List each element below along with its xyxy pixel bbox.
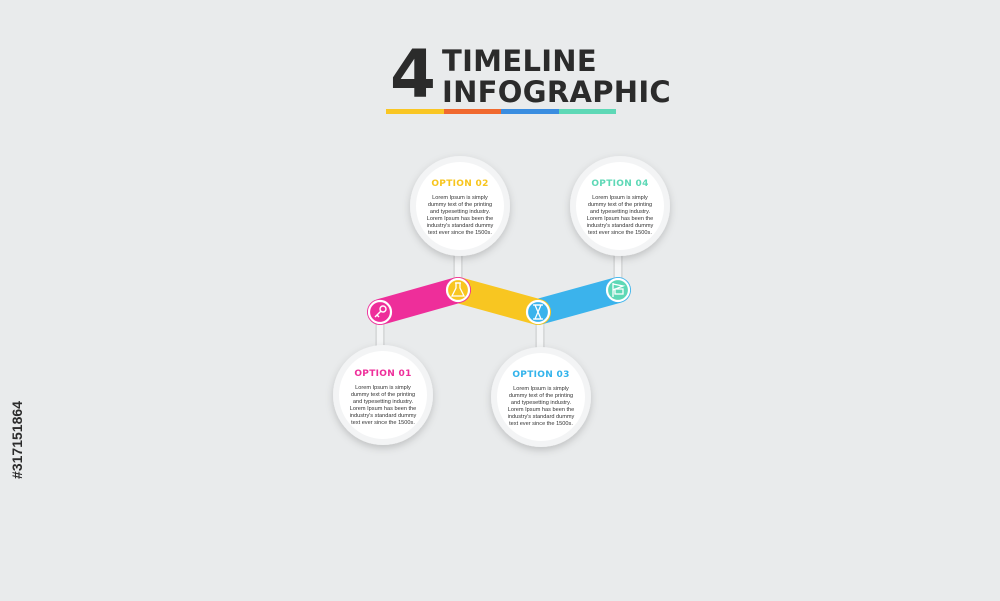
node-option-03 bbox=[525, 299, 551, 325]
title-line-1: TIMELINE bbox=[442, 44, 597, 78]
circle-option-02 bbox=[410, 156, 510, 256]
card-option-04: OPTION 04 Lorem Ipsum is simply dummy te… bbox=[570, 179, 670, 237]
node-option-04 bbox=[605, 277, 631, 303]
node-option-01 bbox=[367, 299, 393, 325]
option-04-title: OPTION 04 bbox=[591, 179, 649, 189]
option-03-title: OPTION 03 bbox=[512, 370, 570, 380]
circle-option-04 bbox=[570, 156, 670, 256]
flask-icon bbox=[450, 282, 466, 297]
color-bar-segment-4 bbox=[558, 109, 616, 114]
option-01-text: Lorem Ipsum is simply dummy text of the … bbox=[349, 385, 417, 426]
stem-option-04 bbox=[615, 248, 621, 288]
option-01-title: OPTION 01 bbox=[354, 369, 412, 379]
option-02-title: OPTION 02 bbox=[431, 179, 489, 189]
band-segment-2 bbox=[445, 277, 551, 325]
circle-option-01 bbox=[333, 345, 433, 445]
color-bar-segment-3 bbox=[501, 109, 559, 114]
stock-id-watermark: #317151864 bbox=[6, 370, 28, 510]
option-03-text: Lorem Ipsum is simply dummy text of the … bbox=[507, 386, 575, 427]
stem-option-01 bbox=[377, 318, 383, 348]
stem-option-02 bbox=[455, 248, 461, 288]
band-segment-1 bbox=[367, 277, 471, 325]
card-option-03: OPTION 03 Lorem Ipsum is simply dummy te… bbox=[491, 370, 591, 428]
title-block: 4 TIMELINE INFOGRAPHIC bbox=[386, 36, 671, 120]
circle-option-03 bbox=[491, 347, 591, 447]
flag-icon bbox=[612, 283, 626, 297]
card-option-02: OPTION 02 Lorem Ipsum is simply dummy te… bbox=[410, 179, 510, 237]
stock-id-text: #317151864 bbox=[9, 401, 25, 479]
color-bar-segment-2 bbox=[443, 109, 501, 114]
hourglass-icon bbox=[533, 304, 543, 320]
band-segment-3 bbox=[525, 277, 631, 325]
option-04-text: Lorem Ipsum is simply dummy text of the … bbox=[586, 195, 654, 236]
option-02-text: Lorem Ipsum is simply dummy text of the … bbox=[426, 195, 494, 236]
stem-option-03 bbox=[537, 320, 543, 350]
title-color-bar bbox=[386, 109, 616, 114]
card-option-01: OPTION 01 Lorem Ipsum is simply dummy te… bbox=[333, 369, 433, 427]
color-bar-segment-1 bbox=[386, 109, 444, 114]
title-line-2: INFOGRAPHIC bbox=[442, 75, 671, 109]
key-icon bbox=[374, 305, 387, 318]
title-number: 4 bbox=[390, 36, 436, 113]
node-option-02 bbox=[445, 277, 471, 303]
